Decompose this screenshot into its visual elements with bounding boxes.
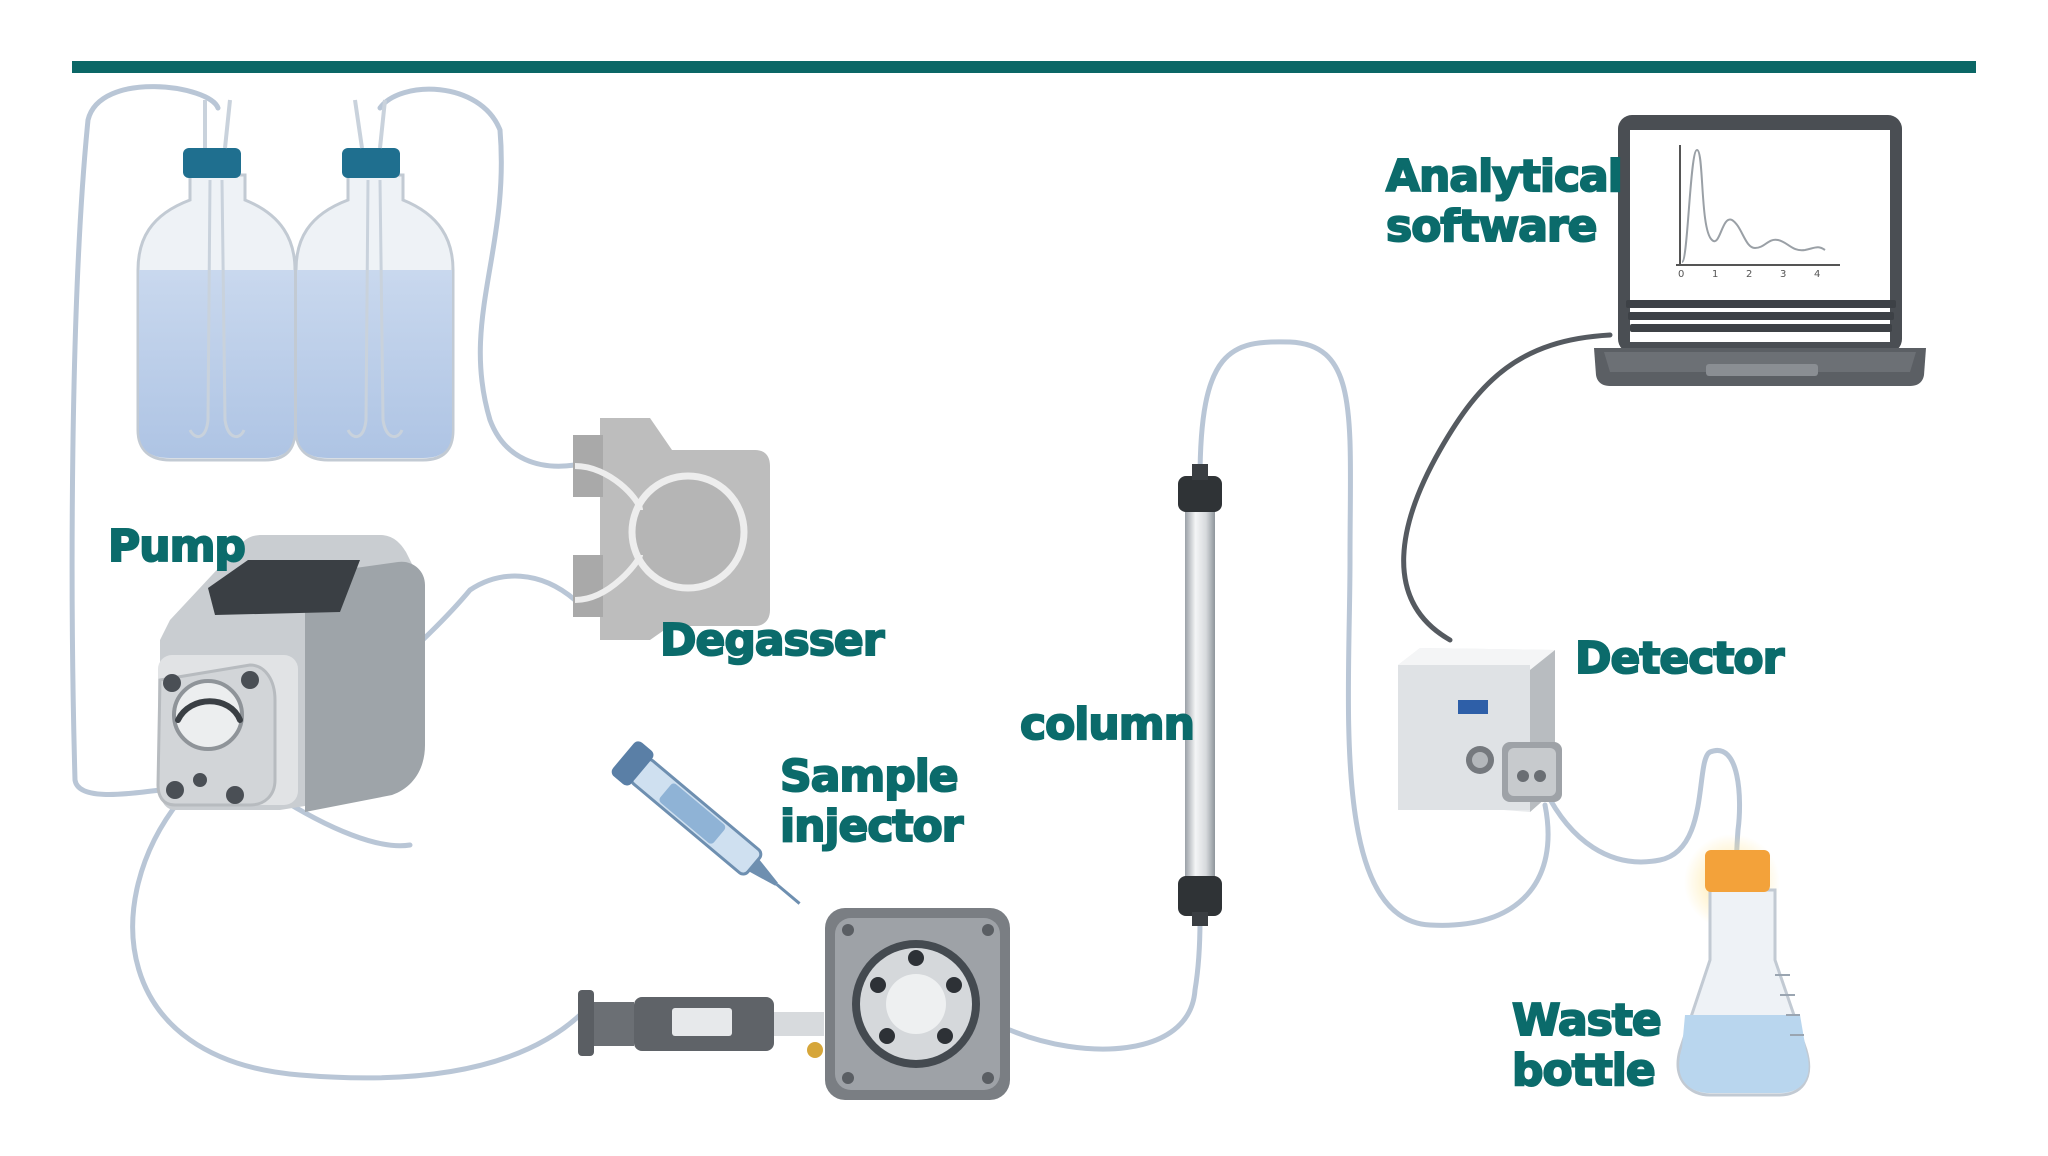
detector-icon [1398,648,1562,812]
sample-injector-label-line1: Sample [779,751,960,803]
analytical-software-label-line2: software [1385,201,1598,253]
pump-icon [156,535,425,812]
syringe-icon [611,741,801,905]
inlet-fitting-icon [578,990,824,1058]
laptop-icon [1594,115,1926,386]
waste-bottle-label-line2: bottle [1511,1045,1657,1097]
laptop-cable [1401,332,1613,643]
chromatogram-axis-labels: 0 1 2 3 4 [1678,269,1820,280]
column-icon [1178,464,1222,926]
pump-label: Pump [107,521,247,573]
injector-valve-icon [825,908,1010,1100]
analytical-software-label-line1: Analytical [1385,151,1624,203]
tick-label: 0 [1678,269,1684,280]
laptop-keyboard [1626,300,1896,332]
header-bar [72,61,1976,73]
sample-injector-label-line2: injector [779,801,964,853]
column-label: column [1019,699,1196,751]
tick-label: 4 [1814,269,1820,280]
waste-flask-icon [1676,834,1811,1097]
detector-label: Detector [1574,633,1785,685]
tick-label: 3 [1780,269,1786,280]
degasser-label: Degasser [659,615,885,667]
tick-label: 2 [1746,269,1752,280]
solvent-bottle-icon [294,99,455,462]
chromatogram-trace [1681,148,1826,263]
solvent-bottle-icon [136,99,297,462]
tick-label: 1 [1712,269,1718,280]
waste-bottle-label-line1: Waste [1511,995,1663,1047]
degasser-icon [573,418,770,640]
